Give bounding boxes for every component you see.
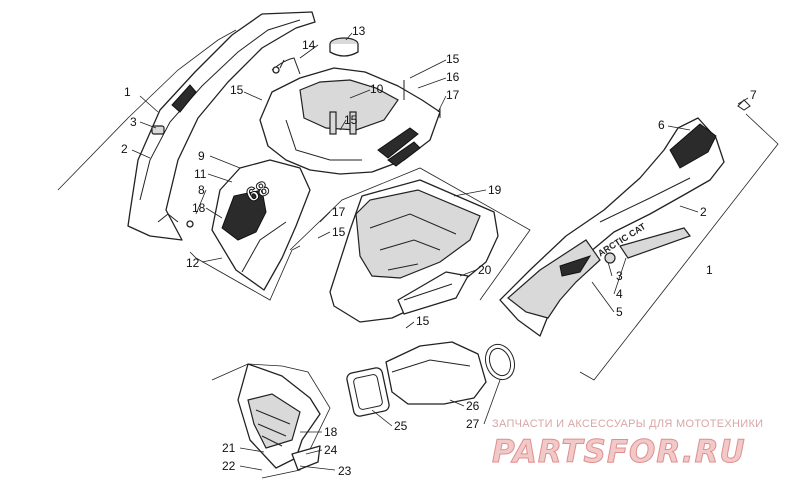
callout-15: 15 xyxy=(446,52,460,66)
callout-3: 3 xyxy=(616,269,623,283)
lower-grille xyxy=(211,363,331,479)
callout-15: 15 xyxy=(230,83,244,97)
callout-9: 9 xyxy=(198,149,205,163)
front-nose-panel: 68 xyxy=(186,159,311,301)
callout-27: 27 xyxy=(466,417,480,431)
callout-8: 8 xyxy=(198,183,205,197)
callout-17: 17 xyxy=(446,88,460,102)
callout-2: 2 xyxy=(121,142,128,156)
watermark: ЗАПЧАСТИ И АКСЕССУАРЫ ДЛЯ МОТОТЕХНИКИ PA… xyxy=(492,418,792,480)
callout-15: 15 xyxy=(344,113,358,127)
callout-24: 24 xyxy=(324,443,338,457)
callout-19: 19 xyxy=(488,183,502,197)
callout-13: 13 xyxy=(352,24,366,38)
callout-15: 15 xyxy=(416,314,430,328)
callout-7: 7 xyxy=(750,88,757,102)
callout-6: 6 xyxy=(658,118,665,132)
callout-17: 17 xyxy=(332,205,346,219)
left-side-panel-group xyxy=(57,11,316,241)
callout-26: 26 xyxy=(466,399,480,413)
watermark-logo: PARTSFOR.RU xyxy=(492,434,746,471)
right-panel-trim-4 xyxy=(619,227,691,259)
callout-18: 18 xyxy=(192,201,206,215)
callout-2: 2 xyxy=(700,205,707,219)
callout-1: 1 xyxy=(124,85,131,99)
upper-hood xyxy=(259,37,441,175)
callout-15: 15 xyxy=(332,225,346,239)
callout-18: 18 xyxy=(324,425,338,439)
callout-25: 25 xyxy=(394,419,408,433)
callout-10: 10 xyxy=(370,82,384,96)
callout-labels: 1 3 2 14 13 15 15 16 17 10 15 9 11 8 18 … xyxy=(121,24,757,478)
watermark-caption: ЗАПЧАСТИ И АКСЕССУАРЫ ДЛЯ МОТОТЕХНИКИ xyxy=(492,418,764,430)
callout-22: 22 xyxy=(222,459,236,473)
callout-23: 23 xyxy=(338,464,352,478)
callout-4: 4 xyxy=(616,287,623,301)
air-duct-assembly xyxy=(346,341,516,417)
callout-3: 3 xyxy=(130,115,137,129)
callout-12: 12 xyxy=(186,256,200,270)
callout-16: 16 xyxy=(446,70,460,84)
right-side-panel-group: ARCTIC CAT xyxy=(499,99,779,381)
callout-5: 5 xyxy=(616,305,623,319)
callout-20: 20 xyxy=(478,263,492,277)
callout-21: 21 xyxy=(222,441,236,455)
callout-11: 11 xyxy=(194,167,207,181)
storage-tray xyxy=(289,167,531,323)
left-side-panel xyxy=(127,11,316,241)
callout-14: 14 xyxy=(302,38,316,52)
callout-1: 1 xyxy=(706,263,713,277)
leader-lines xyxy=(131,32,749,471)
